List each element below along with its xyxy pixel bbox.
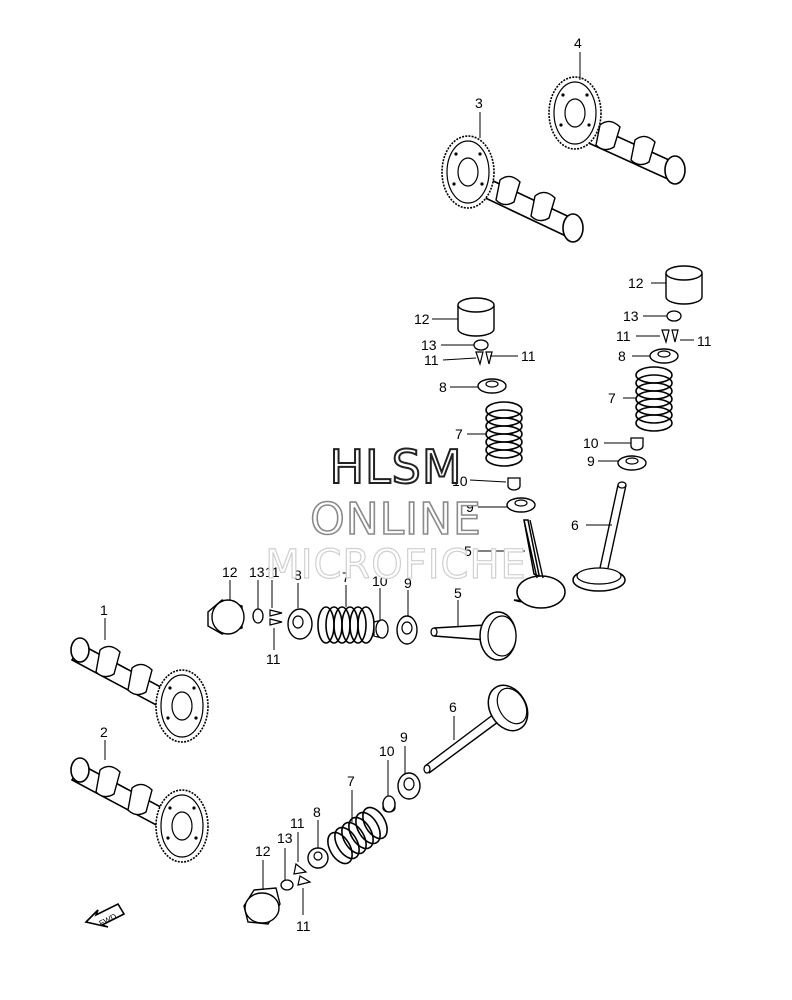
callout: 10 bbox=[379, 743, 395, 759]
shim-13-right bbox=[666, 310, 682, 322]
valve-5-middle bbox=[430, 611, 517, 661]
seat-9-right bbox=[617, 455, 647, 471]
callout: 2 bbox=[100, 724, 108, 740]
tappet-12-upper bbox=[457, 297, 495, 337]
valve-assembly-middle bbox=[207, 599, 517, 661]
retainer-8-middle bbox=[287, 608, 313, 640]
callout: 13 bbox=[277, 830, 293, 846]
callout: 4 bbox=[574, 35, 582, 51]
spring-7-upper bbox=[485, 401, 523, 467]
callout: 9 bbox=[587, 453, 595, 469]
valve-assembly-lower bbox=[243, 684, 529, 925]
retainer-8-right bbox=[649, 348, 679, 364]
tappet-12-middle bbox=[207, 599, 245, 635]
callout: 11 bbox=[616, 328, 631, 344]
callout: 13 bbox=[421, 337, 437, 353]
callout: 3 bbox=[475, 95, 483, 111]
seat-9-upper bbox=[506, 497, 536, 513]
callout: 5 bbox=[454, 585, 462, 601]
retainer-8-upper bbox=[477, 378, 507, 394]
cotter-11-middle bbox=[269, 609, 283, 626]
callout: 8 bbox=[294, 567, 302, 583]
callout: 7 bbox=[455, 426, 463, 442]
seal-10-lower bbox=[382, 795, 396, 813]
leaders-right bbox=[586, 282, 694, 526]
callout: 6 bbox=[571, 517, 579, 533]
spring-7-middle bbox=[317, 606, 375, 644]
cotter-11-right bbox=[661, 329, 679, 345]
callout: 11 bbox=[296, 918, 311, 934]
cotter-11-lower bbox=[293, 862, 312, 886]
callout: 9 bbox=[400, 729, 408, 745]
seat-9-middle bbox=[396, 615, 418, 645]
retainer-8-lower bbox=[307, 847, 329, 869]
leaders-middle bbox=[229, 580, 459, 650]
camshaft-1 bbox=[70, 637, 209, 743]
callout: 8 bbox=[439, 379, 447, 395]
fwd-arrow-icon: FWD bbox=[84, 902, 126, 928]
callout: 11 bbox=[521, 348, 536, 364]
valve-assembly-upper bbox=[457, 297, 566, 609]
seat-9-lower bbox=[397, 772, 421, 800]
spring-7-right bbox=[635, 366, 673, 432]
callout: 7 bbox=[608, 390, 616, 406]
leaders-upper bbox=[432, 318, 525, 552]
spring-7-lower bbox=[327, 806, 388, 865]
camshaft-2 bbox=[70, 757, 209, 863]
shim-13-middle bbox=[252, 608, 264, 624]
callout: 11 bbox=[266, 651, 281, 667]
seal-10-upper bbox=[507, 477, 521, 491]
callout: 13 bbox=[623, 308, 639, 324]
callout: 12 bbox=[255, 843, 271, 859]
seal-10-right bbox=[630, 437, 644, 451]
callout: 11 bbox=[697, 333, 712, 349]
callout: 7 bbox=[342, 569, 350, 585]
callout: 13 bbox=[249, 564, 265, 580]
leaders-lower bbox=[262, 716, 455, 915]
callout: 11 bbox=[424, 352, 439, 368]
seal-10-middle bbox=[373, 619, 389, 639]
shim-13-lower bbox=[280, 879, 294, 891]
callout: 1 bbox=[100, 602, 108, 618]
callout: 7 bbox=[347, 773, 355, 789]
tappet-12-right bbox=[665, 265, 703, 305]
callout: 8 bbox=[313, 804, 321, 820]
camshaft-4 bbox=[548, 76, 686, 185]
cotter-11-upper bbox=[475, 351, 493, 367]
tappet-12-lower bbox=[243, 887, 281, 925]
callout: 10 bbox=[372, 573, 388, 589]
callout: 5 bbox=[464, 543, 472, 559]
callout: 9 bbox=[466, 499, 474, 515]
valve-assembly-right bbox=[572, 265, 703, 592]
camshaft-3 bbox=[441, 135, 584, 243]
valve-6-lower bbox=[423, 684, 529, 774]
callout: 6 bbox=[449, 699, 457, 715]
callout: 11 bbox=[265, 564, 280, 580]
callout-labels: 4 3 1 2 12 13 11 11 8 7 10 9 5 12 13 11 … bbox=[100, 35, 712, 934]
callout: 12 bbox=[414, 311, 430, 327]
valve-6-right bbox=[572, 481, 627, 592]
callout: 12 bbox=[222, 564, 238, 580]
shim-13-upper bbox=[473, 339, 489, 351]
callout: 8 bbox=[618, 348, 626, 364]
callout: 9 bbox=[404, 575, 412, 591]
callout: 10 bbox=[583, 435, 599, 451]
callout: 10 bbox=[452, 473, 468, 489]
callout: 11 bbox=[290, 815, 305, 831]
callout: 12 bbox=[628, 275, 644, 291]
